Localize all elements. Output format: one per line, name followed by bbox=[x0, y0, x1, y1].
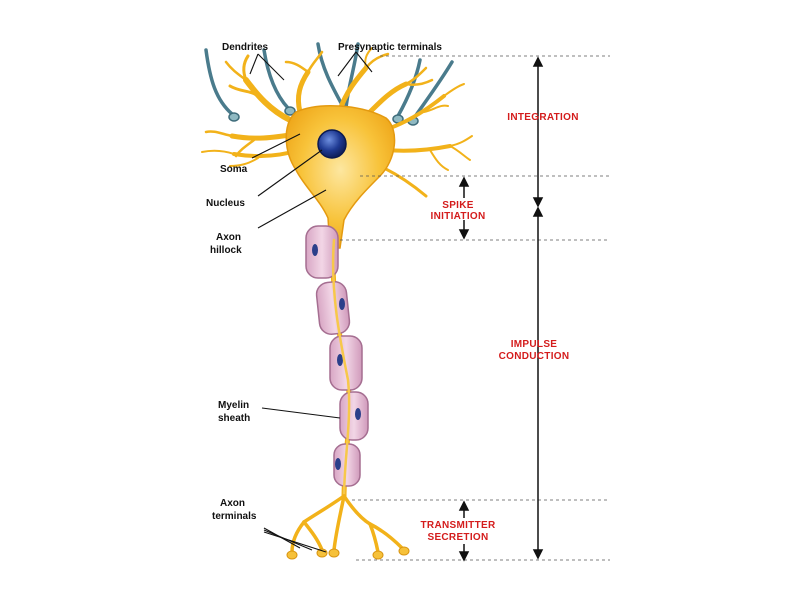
phase-spike-line2: INITIATION bbox=[430, 211, 485, 222]
dendrites bbox=[201, 47, 473, 198]
label-dendrites: Dendrites bbox=[222, 42, 269, 53]
label-axon-hillock-line1: Axon bbox=[216, 232, 241, 243]
myelin-sheath-segments bbox=[305, 225, 369, 487]
phase-spike-line1: SPIKE bbox=[442, 200, 474, 211]
axon-terminal-boutons bbox=[286, 546, 410, 560]
presynaptic-axons bbox=[204, 42, 454, 120]
label-myelin-line2: sheath bbox=[218, 413, 250, 424]
label-myelin-line1: Myelin bbox=[218, 400, 249, 411]
phase-boundaries bbox=[340, 55, 610, 561]
label-axon-hillock-line2: hillock bbox=[210, 245, 242, 256]
axon-terminals bbox=[290, 494, 404, 554]
label-soma: Soma bbox=[220, 164, 248, 175]
schwann-nuclei bbox=[312, 244, 361, 470]
phase-arrows bbox=[458, 56, 544, 562]
label-axon-terminals-line2: terminals bbox=[212, 511, 257, 522]
phase-impulse-line2: CONDUCTION bbox=[499, 351, 570, 362]
phase-integration: INTEGRATION bbox=[507, 112, 578, 123]
phase-impulse-line1: IMPULSE bbox=[511, 339, 558, 350]
leader-lines bbox=[249, 51, 373, 553]
label-presynaptic-terminals: Presynaptic terminals bbox=[338, 42, 442, 53]
label-nucleus: Nucleus bbox=[206, 198, 245, 209]
phase-transmitter-line1: TRANSMITTER bbox=[421, 520, 496, 531]
phase-transmitter-line2: SECRETION bbox=[427, 532, 488, 543]
label-axon-terminals-line1: Axon bbox=[220, 498, 245, 509]
nucleus bbox=[317, 129, 347, 159]
soma-body bbox=[285, 105, 396, 249]
